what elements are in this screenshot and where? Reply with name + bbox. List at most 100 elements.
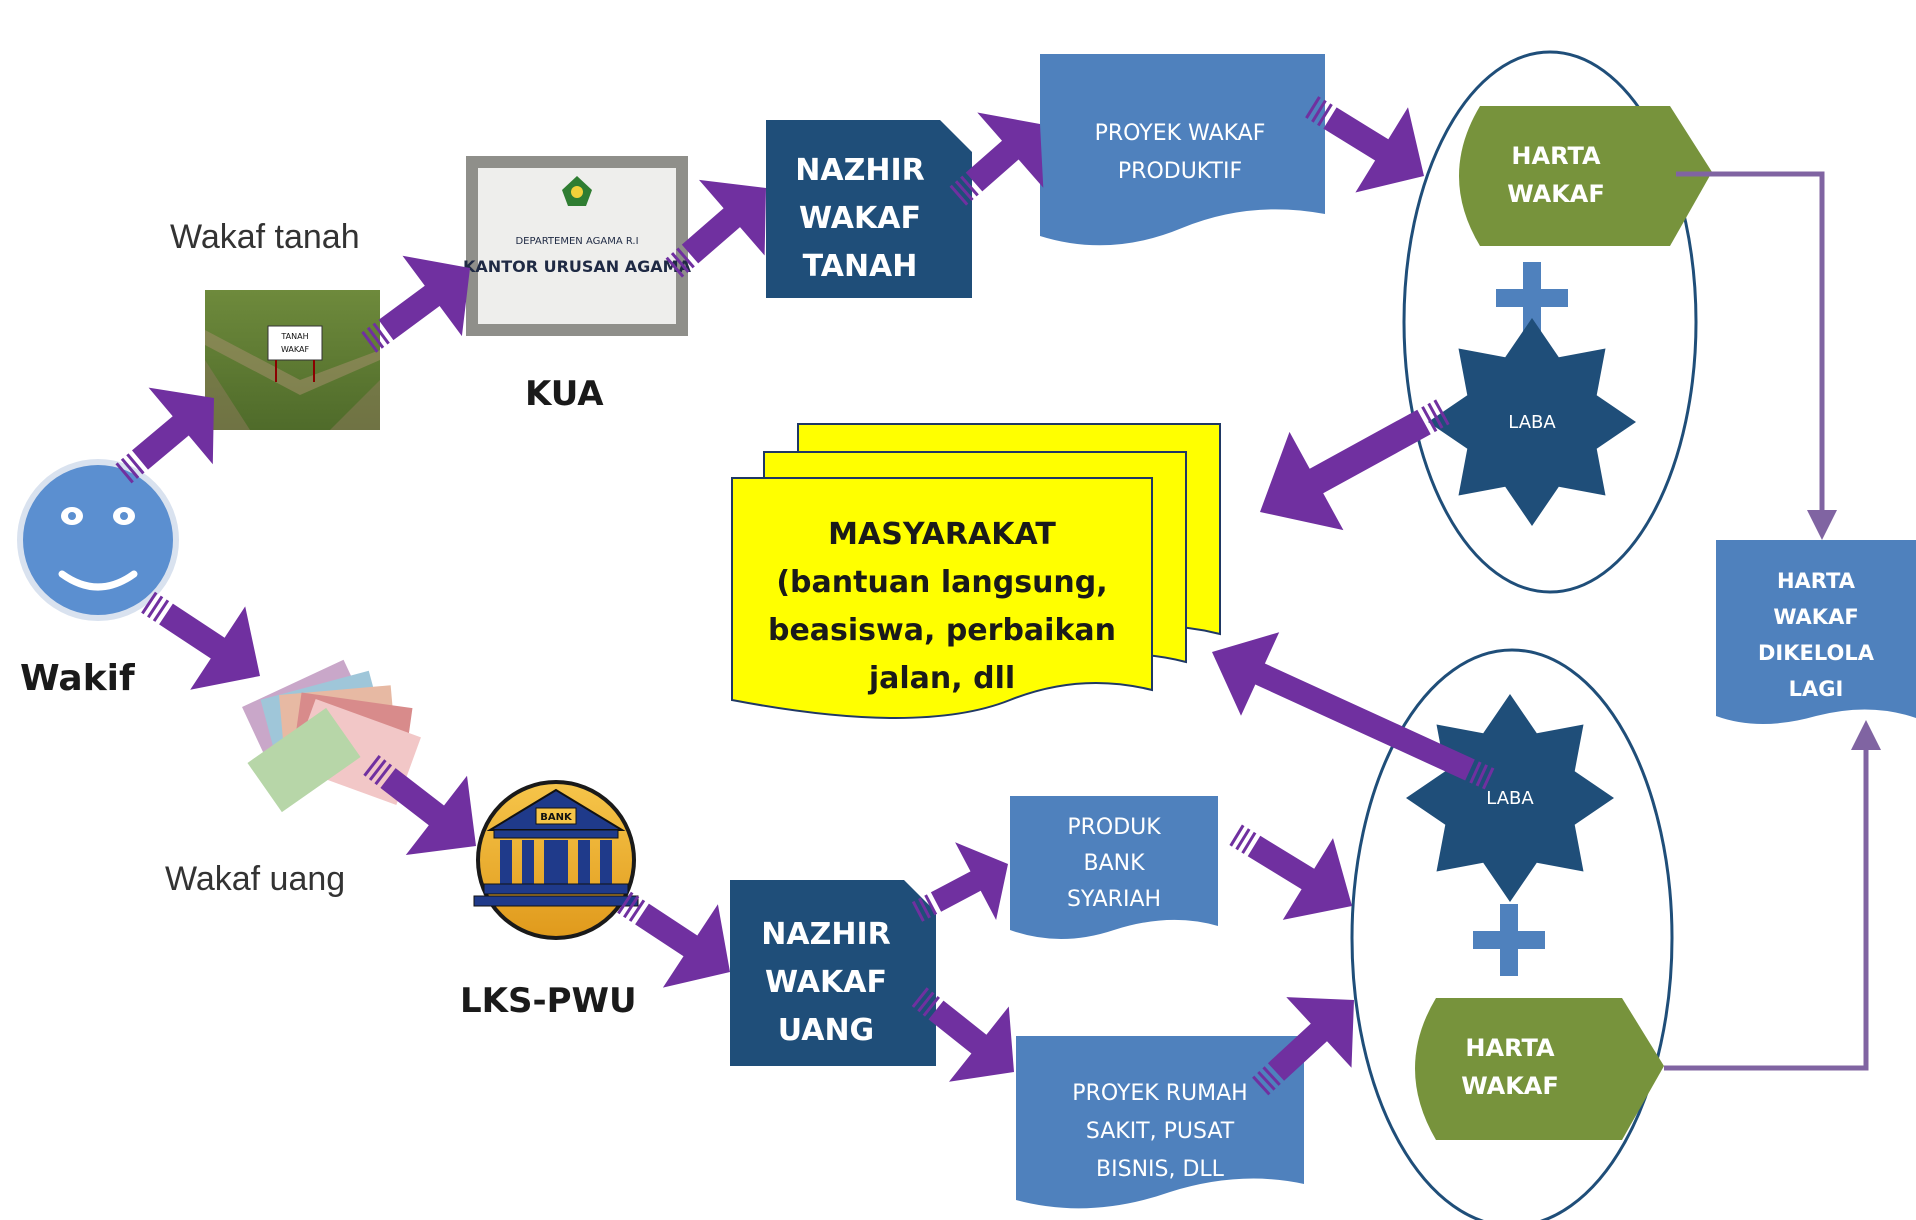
arrow-laba-bottom-to-masyarakat-stripe — [1482, 767, 1495, 790]
laba-top-star-icon: LABA — [1428, 318, 1636, 526]
arrow-proyek-to-harta — [1323, 107, 1424, 193]
harta-bottom-line1: HARTA — [1465, 1034, 1555, 1062]
masyarakat-line2: (bantuan langsung, — [776, 565, 1107, 600]
wakaf-uang-label: Wakaf uang — [165, 860, 345, 898]
connector-bottom-harta-to-dikelola — [1664, 720, 1881, 1071]
arrow-money-to-bank — [380, 768, 476, 855]
produk-line2: BANK — [1083, 851, 1145, 876]
dikelola-line2: WAKAF — [1773, 605, 1858, 629]
arrow-land-to-kua — [378, 255, 470, 341]
harta-dikelola-lagi-box: HARTA WAKAF DIKELOLA LAGI — [1716, 540, 1916, 724]
arrow-bank-to-nazhir-uang-stripe — [623, 895, 640, 919]
arrow-money-to-bank-stripe — [368, 759, 387, 781]
proyek-rumah-sakit-box: PROYEK RUMAH SAKIT, PUSAT BISNIS, DLL — [1016, 1036, 1304, 1209]
rumah-line3: BISNIS, DLL — [1096, 1157, 1225, 1182]
wakif-label: Wakif — [20, 658, 135, 699]
harta-wakaf-top-shape: HARTA WAKAF — [1459, 106, 1712, 246]
masyarakat-line4: jalan, dll — [868, 661, 1015, 696]
money-photo-image — [242, 659, 421, 813]
arrow-nazhir-to-produk-stripe — [918, 897, 931, 919]
nazhir-uang-line3: UANG — [778, 1013, 874, 1048]
arrow-nazhir-to-proyek-stripe — [949, 184, 969, 206]
kua-label: KUA — [525, 374, 604, 414]
proyek-produktif-line2: PRODUKTIF — [1118, 159, 1242, 184]
arrow-produk-to-ellipse-stripe — [1229, 824, 1245, 847]
arrow-wakif-to-money-stripe — [152, 599, 170, 622]
laba-bottom-label: LABA — [1486, 788, 1534, 809]
nazhir-uang-line1: NAZHIR — [761, 917, 890, 952]
arrow-nazhir-to-proyek-stripe — [960, 175, 979, 197]
arrow-nazhir-to-rumah-stripe — [917, 991, 935, 1013]
arrow-land-to-kua-stripe — [361, 330, 379, 353]
produk-bank-syariah-box: PRODUK BANK SYARIAH — [1010, 796, 1218, 939]
nazhir-tanah-line1: NAZHIR — [795, 153, 924, 188]
dikelola-line4: LAGI — [1789, 677, 1844, 701]
kua-sign-line1: DEPARTEMEN AGAMA R.I — [515, 236, 638, 247]
rumah-line1: PROYEK RUMAH — [1072, 1081, 1247, 1106]
arrow-rumah-to-ellipse-stripe — [1257, 1070, 1276, 1091]
arrow-laba-to-masyarakat-stripe — [1421, 406, 1438, 433]
arrow-laba-to-masyarakat — [1260, 409, 1431, 531]
nazhir-wakaf-uang-box: NAZHIR WAKAF UANG — [730, 880, 936, 1066]
connector-top-harta-to-dikelola — [1676, 171, 1837, 540]
arrow-produk-to-ellipse-stripe — [1241, 831, 1257, 854]
arrow-land-to-kua-stripe — [366, 326, 385, 349]
land-photo-image: TANAH WAKAF — [205, 290, 380, 430]
arrow-bank-to-nazhir-uang-stripe — [628, 899, 646, 922]
arrow-wakif-to-money-stripe — [141, 591, 158, 615]
arrow-kua-to-nazhir-tanah-stripe — [665, 256, 685, 278]
masyarakat-line3: beasiswa, perbaikan — [768, 613, 1116, 648]
arrow-nazhir-to-rumah — [928, 1000, 1014, 1082]
arrow-laba-bottom-to-masyarakat-stripe — [1469, 761, 1482, 784]
masyarakat-line1: MASYARAKAT — [828, 517, 1056, 552]
kua-sign-image: DEPARTEMEN AGAMA R.I KANTOR URUSAN AGAMA — [463, 156, 692, 336]
arrow-laba-to-masyarakat-stripe — [1427, 402, 1444, 429]
kua-sign-line2: KANTOR URUSAN AGAMA — [463, 257, 692, 276]
wakif-smiley-icon — [17, 459, 179, 621]
arrow-bank-to-nazhir-uang-stripe — [617, 891, 634, 915]
arrow-wakif-to-land-stripe — [120, 457, 140, 479]
arrow-wakif-to-land-stripe — [126, 453, 145, 475]
bottom-output-ellipse — [1350, 648, 1674, 1220]
arrow-laba-to-masyarakat-stripe — [1433, 399, 1450, 426]
arrow-nazhir-to-proyek-stripe — [954, 180, 974, 201]
arrow-produk-to-ellipse-stripe — [1235, 828, 1251, 851]
arrow-nazhir-to-rumah-stripe — [922, 995, 940, 1017]
wakaf-tanah-label: Wakaf tanah — [170, 218, 360, 256]
nazhir-tanah-line3: TANAH — [803, 249, 918, 284]
land-sign-line1: TANAH — [280, 332, 308, 341]
harta-wakaf-bottom-shape: HARTA WAKAF — [1415, 998, 1664, 1140]
proyek-produktif-line1: PROYEK WAKAF — [1095, 121, 1266, 146]
lks-pwu-label: LKS-PWU — [460, 981, 637, 1021]
dikelola-line3: DIKELOLA — [1758, 641, 1875, 665]
arrow-laba-bottom-to-masyarakat — [1212, 632, 1475, 781]
laba-top-label: LABA — [1508, 412, 1556, 433]
harta-top-line2: WAKAF — [1507, 180, 1605, 208]
arrow-rumah-to-ellipse — [1267, 997, 1354, 1081]
nazhir-uang-line2: WAKAF — [765, 965, 887, 1000]
arrow-nazhir-to-produk-stripe — [911, 900, 925, 922]
arrow-proyek-to-harta-stripe — [1311, 99, 1327, 123]
arrow-rumah-to-ellipse-stripe — [1252, 1075, 1271, 1096]
arrow-wakif-to-money-stripe — [147, 595, 164, 619]
produk-line3: SYARIAH — [1067, 887, 1161, 912]
arrow-land-to-kua-stripe — [372, 322, 390, 345]
arrow-money-to-bank-stripe — [363, 754, 381, 777]
produk-line1: PRODUK — [1067, 815, 1161, 840]
arrow-kua-to-nazhir-tanah-stripe — [670, 252, 690, 273]
harta-top-line1: HARTA — [1511, 142, 1601, 170]
arrow-wakif-to-land — [132, 387, 214, 470]
bank-icon: BANK — [473, 780, 639, 940]
arrow-laba-bottom-to-masyarakat-stripe — [1475, 764, 1488, 787]
arrow-wakif-to-money — [159, 603, 260, 690]
arrow-nazhir-to-produk — [930, 842, 1008, 920]
arrow-rumah-to-ellipse-stripe — [1262, 1066, 1281, 1086]
nazhir-tanah-line2: WAKAF — [799, 201, 921, 236]
laba-bottom-star-icon: LABA — [1406, 694, 1614, 902]
arrow-produk-to-ellipse — [1247, 835, 1352, 920]
proyek-wakaf-produktif-box: PROYEK WAKAF PRODUKTIF — [1040, 54, 1325, 246]
rumah-line2: SAKIT, PUSAT — [1086, 1119, 1235, 1144]
arrow-nazhir-to-produk-stripe — [924, 894, 938, 916]
arrow-nazhir-to-proyek — [965, 112, 1044, 192]
